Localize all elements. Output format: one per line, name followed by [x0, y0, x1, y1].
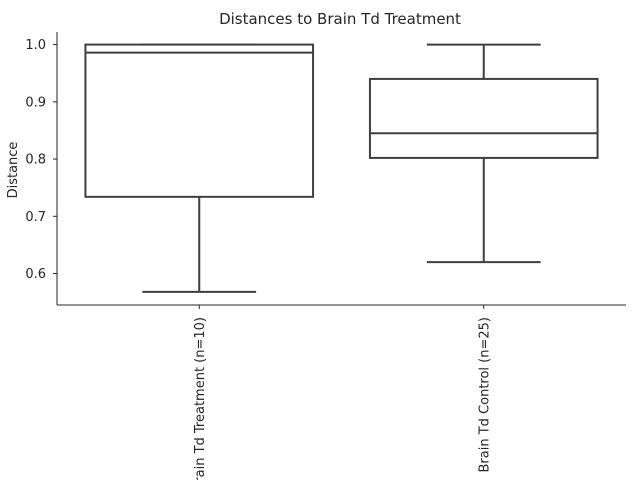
y-tick-label: 0.9	[25, 95, 46, 110]
y-axis-ticks: 0.6 0.7 0.8 0.9 1.0	[25, 38, 57, 282]
box-group	[368, 43, 599, 264]
y-tick-label: 0.8	[25, 153, 46, 168]
x-tick-label: Brain Td Control (n=25)	[477, 317, 492, 472]
box-iqr	[368, 77, 599, 159]
y-tick-label: 1.0	[25, 38, 46, 53]
y-tick-label: 0.7	[25, 210, 46, 225]
x-tick-label: Brain Td Treatment (n=10)	[193, 317, 208, 480]
y-axis-label: Distance	[6, 142, 21, 199]
y-tick-label: 0.6	[25, 267, 46, 282]
chart-title: Distances to Brain Td Treatment	[219, 10, 461, 28]
box-iqr	[84, 43, 315, 198]
x-axis-ticks: Brain Td Treatment (n=10) Brain Td Contro…	[193, 305, 492, 480]
box-group	[84, 43, 315, 293]
boxes	[84, 43, 599, 293]
